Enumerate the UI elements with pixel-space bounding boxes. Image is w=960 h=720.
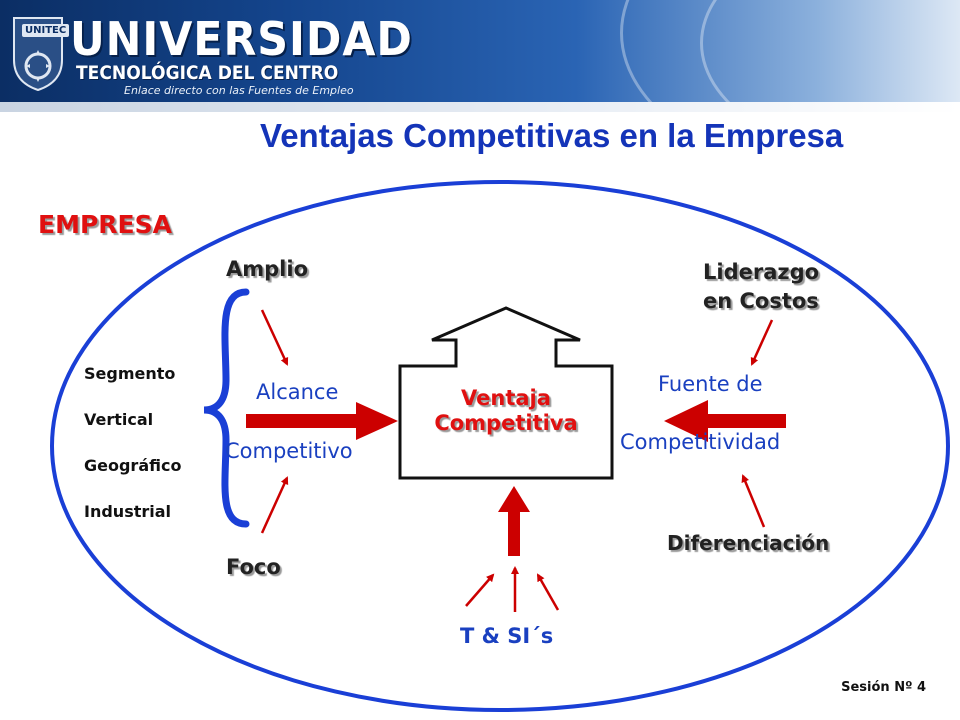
empresa-ellipse: [50, 180, 950, 712]
ventaja-competitiva-label: Ventaja Competitiva: [400, 386, 612, 436]
unitec-badge: UNITEC: [22, 24, 70, 37]
fuente-de-label: Fuente de: [658, 372, 763, 396]
competitividad-label: Competitividad: [620, 430, 781, 454]
thin-arrow-liderazgo: [750, 319, 774, 366]
en-costos-line: en Costos: [703, 289, 819, 313]
thin-arrow-ts-left: [465, 573, 495, 607]
thin-arrow-ts-right: [536, 573, 560, 611]
session-footer: Sesión Nº 4: [841, 680, 926, 695]
thick-arrow-right: [246, 402, 398, 440]
thick-arrow-up: [498, 486, 530, 556]
ventaja-line: Ventaja: [461, 386, 551, 410]
ventaja-competitiva-box: [398, 306, 614, 480]
thin-arrow-foco: [260, 476, 289, 534]
scope-item-vertical: Vertical: [84, 410, 154, 429]
scope-item-geografico: Geográfico: [84, 456, 182, 475]
scope-item-industrial: Industrial: [84, 502, 172, 521]
university-tagline: Enlace directo con las Fuentes de Empleo: [124, 84, 354, 97]
liderazgo-costos-label: Liderazgo en Costos: [703, 258, 819, 316]
alcance-label: Alcance: [256, 380, 339, 404]
university-subtitle: TECNOLÓGICA DEL CENTRO: [76, 62, 339, 84]
decorative-arc: [700, 0, 960, 112]
competitiva-line: Competitiva: [434, 411, 578, 435]
foco-label: Foco: [226, 555, 281, 579]
header-underline: [0, 102, 960, 112]
header-banner: UNITEC UNIVERSIDAD TECNOLÓGICA DEL CENTR…: [0, 0, 960, 112]
empresa-label: EMPRESA: [38, 210, 172, 239]
amplio-label: Amplio: [226, 257, 308, 281]
liderazgo-line: Liderazgo: [703, 260, 820, 284]
university-name: UNIVERSIDAD: [70, 12, 413, 66]
slide-title: Ventajas Competitivas en la Empresa: [260, 117, 844, 154]
competitivo-label: Competitivo: [225, 439, 353, 463]
thin-arrow-diferenciacion: [741, 474, 766, 528]
diferenciacion-label: Diferenciación: [667, 531, 830, 555]
thin-arrow-amplio: [260, 309, 289, 366]
ts-si-label: T & SI´s: [460, 624, 554, 648]
scope-item-segmento: Segmento: [84, 364, 176, 383]
curly-brace-shape: [203, 288, 250, 528]
thick-arrow-left: [664, 400, 786, 442]
